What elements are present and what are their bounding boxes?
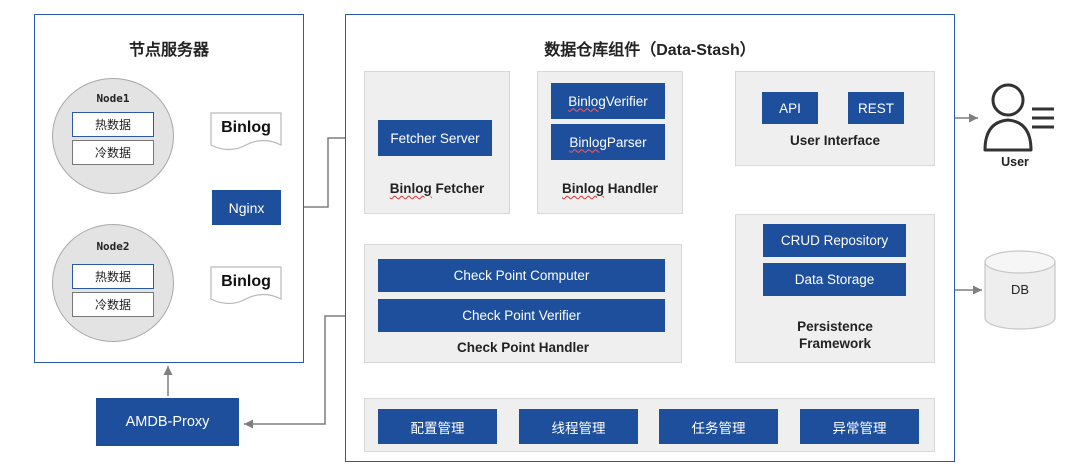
crud-repository-box: CRUD Repository [763, 224, 906, 257]
node2-label: Node2 [96, 240, 130, 253]
thread-management-box: 线程管理 [519, 409, 638, 444]
api-box: API [762, 92, 818, 124]
binlog-label-bottom: Binlog [221, 273, 271, 290]
binlog-fetcher-title: Binlog Fetcher [364, 180, 510, 197]
binlog-document-icon-bottom [210, 266, 282, 305]
node1-label: Node1 [96, 92, 130, 105]
binlog-handler-title-rest: Handler [603, 181, 658, 196]
binlog-parser-word: Binlog [569, 134, 607, 150]
binlog-verifier-box: Binlog Verifier [551, 83, 665, 119]
binlog-parser-rest: Parser [606, 134, 647, 150]
check-point-verifier-box: Check Point Verifier [378, 299, 665, 332]
node2-hot-data: 热数据 [72, 264, 154, 289]
db-cylinder-icon [984, 250, 1056, 330]
data-storage-box: Data Storage [763, 263, 906, 296]
node1-cold-data: 冷数据 [72, 140, 154, 165]
binlog-verifier-rest: Verifier [605, 93, 648, 109]
persistence-title-line2: Framework [798, 336, 872, 351]
binlog-fetcher-title-rest: Fetcher [431, 181, 485, 196]
user-label: User [1001, 155, 1029, 169]
binlog-parser-box: Binlog Parser [551, 124, 665, 160]
binlog-verifier-word: Binlog [568, 93, 606, 109]
binlog-handler-title-word: Binlog [561, 181, 604, 196]
rest-box: REST [848, 92, 904, 124]
data-stash-title: 数据仓库组件（Data-Stash） [544, 42, 756, 59]
user-icon [983, 83, 1054, 152]
amdb-proxy-box: AMDB-Proxy [96, 398, 239, 446]
persistence-framework-title: Persistence Framework [735, 318, 935, 352]
persistence-title-line1: Persistence [797, 319, 873, 334]
node-server-title: 节点服务器 [128, 42, 209, 59]
nginx-box: Nginx [212, 190, 281, 225]
node2-cold-data: 冷数据 [72, 292, 154, 317]
db-label: DB [1010, 282, 1030, 297]
binlog-label-top: Binlog [221, 119, 271, 136]
fetcher-server-box: Fetcher Server [378, 120, 492, 156]
node1-hot-data: 热数据 [72, 112, 154, 137]
binlog-handler-title: Binlog Handler [537, 180, 683, 197]
task-management-box: 任务管理 [659, 409, 778, 444]
config-management-box: 配置管理 [378, 409, 497, 444]
binlog-fetcher-title-word: Binlog [389, 181, 432, 196]
check-point-handler-title: Check Point Handler [456, 340, 590, 355]
user-interface-title: User Interface [789, 133, 881, 148]
check-point-computer-box: Check Point Computer [378, 259, 665, 292]
binlog-document-icon-top [210, 112, 282, 151]
exception-management-box: 异常管理 [800, 409, 919, 444]
